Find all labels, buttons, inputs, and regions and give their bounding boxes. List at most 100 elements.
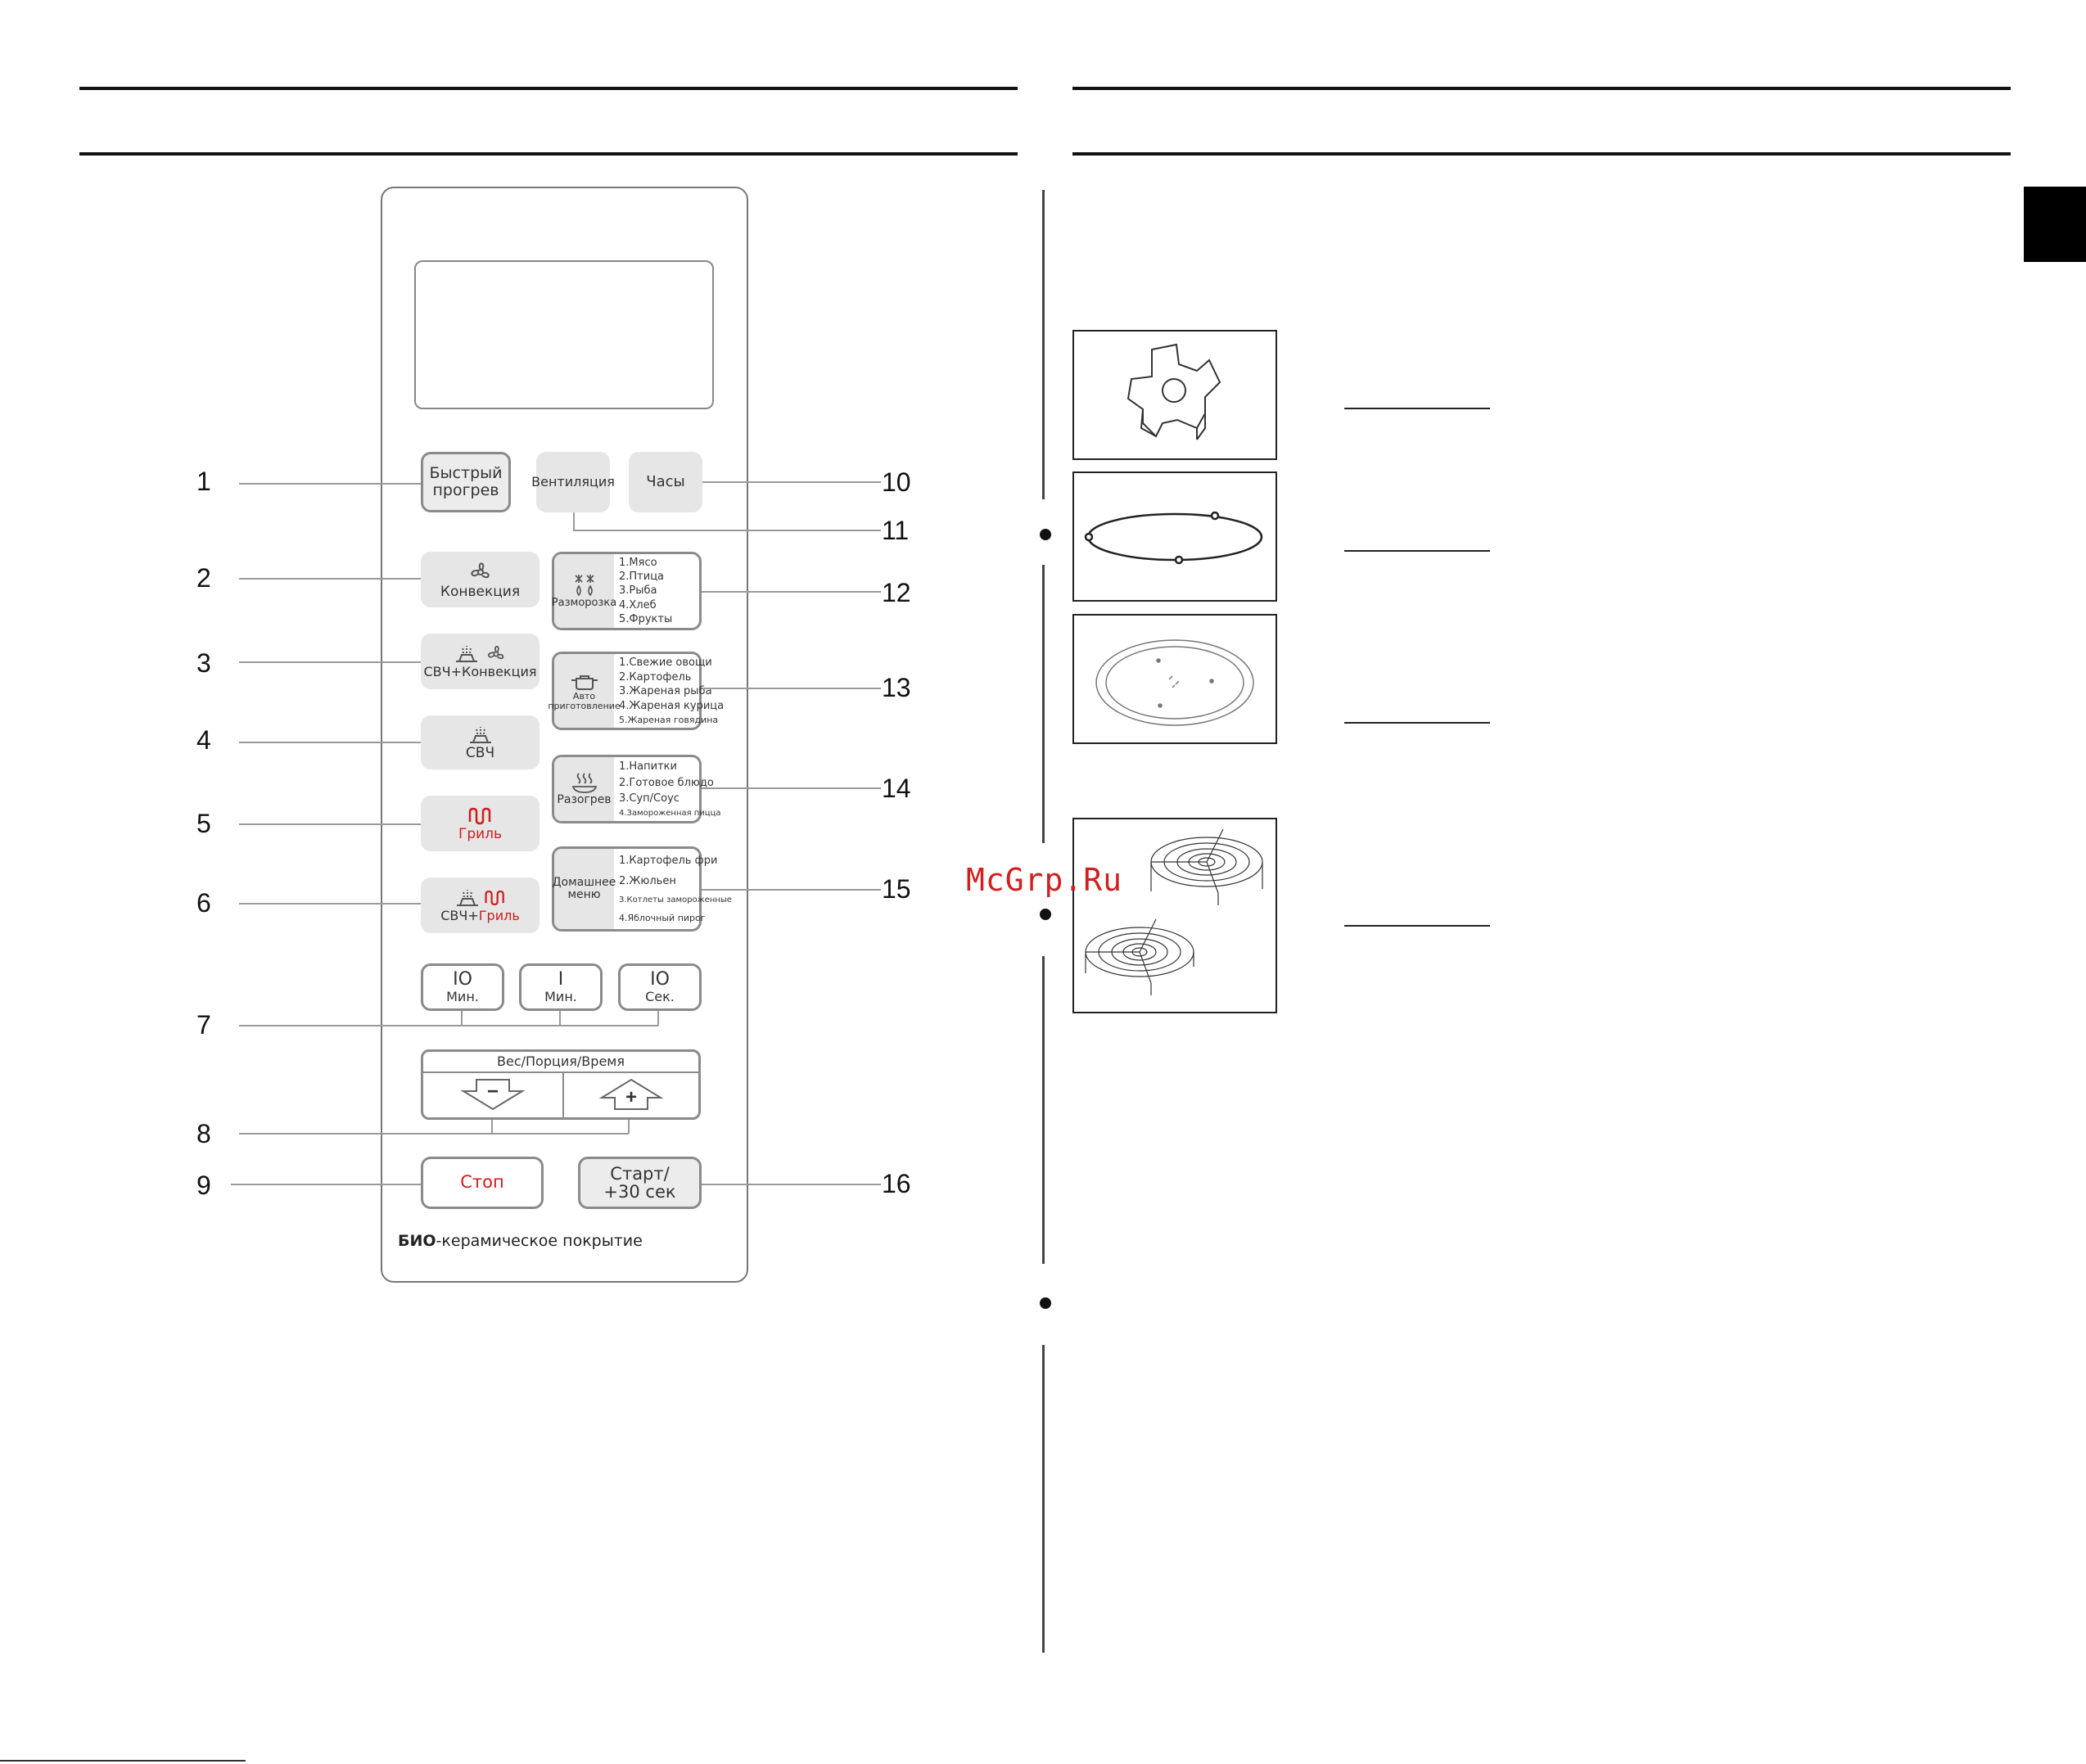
grill-icon <box>484 891 504 906</box>
defrost-button[interactable]: Разморозка <box>552 554 616 628</box>
callout-2: 2 <box>196 563 211 593</box>
list-item: 5.Жареная говядина <box>619 714 719 725</box>
callout-tick-8a <box>491 1120 493 1134</box>
arrow-up-icon <box>598 1078 664 1110</box>
ten-sec-digits: IO <box>650 969 670 990</box>
one-min-unit: Мин. <box>544 989 577 1005</box>
roller-ring-icon <box>1084 511 1263 565</box>
bullet-1 <box>1040 529 1051 540</box>
callout-line-4 <box>239 742 421 743</box>
callout-line-16 <box>702 1184 881 1185</box>
plus-label: + <box>625 1086 637 1108</box>
ten-min-digits: IO <box>453 969 472 990</box>
ten-min-button[interactable]: IO Мин. <box>421 963 504 1011</box>
callout-3: 3 <box>196 648 211 678</box>
ten-min-unit: Мин. <box>446 989 479 1005</box>
minus-label: − <box>486 1081 499 1103</box>
grill-rack-image <box>1072 818 1277 1013</box>
list-item: 3.Суп/Соус <box>619 792 680 805</box>
callout-12: 12 <box>882 578 911 607</box>
margin-rule-4 <box>1042 1345 1045 1653</box>
roller-ring-image <box>1072 471 1277 602</box>
bullet-2 <box>1040 909 1051 920</box>
callout-line-2 <box>239 578 421 580</box>
steam-bowl-icon <box>571 773 597 794</box>
home-menu-group[interactable]: Домашнее меню 1.Картофель фри 2.Жюльен 3… <box>552 846 732 932</box>
mw-convection-label: СВЧ+Конвекция <box>423 664 537 680</box>
callout-tick-7b <box>559 1011 561 1026</box>
defrost-group[interactable]: Разморозка 1.Мясо 2.Птица 3.Рыба 4.Хлеб … <box>552 552 702 630</box>
auto-cook-group[interactable]: Авто приготовление 1.Свежие овощи 2.Карт… <box>548 652 724 730</box>
plus-button[interactable]: + <box>564 1071 698 1117</box>
grill-label: Гриль <box>458 825 503 842</box>
grill-icon <box>468 807 490 824</box>
fan-icon <box>487 646 503 660</box>
mw-label: СВЧ <box>465 744 495 761</box>
ventilation-button[interactable]: Вентиляция <box>531 452 615 512</box>
quick-heat-button[interactable]: Быстрый прогрев <box>421 452 511 512</box>
bullet-3 <box>1040 1297 1051 1309</box>
callout-line-15 <box>702 889 881 891</box>
ten-sec-button[interactable]: IO Сек. <box>618 963 702 1011</box>
one-min-digits: I <box>558 969 564 990</box>
reheat-button[interactable]: Разогрев <box>554 757 614 821</box>
turntable-label-line <box>1344 722 1490 724</box>
callout-9: 9 <box>196 1171 211 1200</box>
convection-button[interactable]: Конвекция <box>421 552 540 607</box>
callout-7: 7 <box>196 1010 211 1040</box>
coupler-label-line <box>1344 408 1490 409</box>
margin-rule-3 <box>1042 956 1045 1264</box>
mw-grill-label-a: СВЧ+ <box>440 908 479 924</box>
auto-cook-button[interactable]: Авто приготовление <box>548 654 621 728</box>
one-min-button[interactable]: I Мин. <box>519 963 603 1011</box>
clock-button[interactable]: Часы <box>629 452 702 512</box>
grill-button[interactable]: Гриль <box>421 796 540 851</box>
coating-label-rest: -керамическое покрытие <box>436 1232 643 1250</box>
footer-rule <box>0 1760 246 1762</box>
mw-fan-icons <box>453 643 508 665</box>
watermark: McGrp.Ru <box>966 862 1123 898</box>
coating-label: БИО-керамическое покрытие <box>398 1232 643 1250</box>
list-item: 4.Замороженная пицца <box>619 808 721 818</box>
mw-button[interactable]: СВЧ <box>421 715 540 769</box>
mw-grill-button[interactable]: СВЧ+Гриль <box>421 877 540 933</box>
home-menu-button[interactable]: Домашнее меню <box>553 849 616 929</box>
list-item: 1.Картофель фри <box>619 855 718 867</box>
callout-tick-7a <box>461 1011 463 1026</box>
margin-rule-2 <box>1042 565 1045 843</box>
convection-label: Конвекция <box>440 583 521 600</box>
callout-line-13 <box>702 688 881 689</box>
callout-line-10 <box>702 481 881 483</box>
microwave-icon <box>456 890 478 907</box>
stop-button[interactable]: Стоп <box>421 1157 544 1209</box>
grill-rack-icon <box>1085 828 1263 995</box>
arrow-down-icon <box>460 1079 526 1111</box>
callout-tick-11 <box>573 512 575 530</box>
minus-button[interactable]: − <box>423 1071 564 1117</box>
weight-portion-time-control: Вес/Порция/Время − + <box>421 1049 701 1120</box>
quick-heat-label: Быстрый прогрев <box>429 464 503 499</box>
callout-11: 11 <box>882 516 910 545</box>
callout-line-6 <box>239 903 421 905</box>
start-button[interactable]: Старт/ +30 сек <box>578 1157 702 1209</box>
coating-label-bold: БИО <box>398 1232 436 1250</box>
grill-rack-label-line <box>1344 925 1490 927</box>
mw-grill-label-b: Гриль <box>478 908 520 924</box>
callout-15: 15 <box>882 874 911 904</box>
callout-line-9 <box>231 1184 421 1185</box>
list-item: 5.Фрукты <box>619 612 673 625</box>
mw-convection-button[interactable]: СВЧ+Конвекция <box>421 634 540 689</box>
callout-10: 10 <box>882 467 911 497</box>
mw-grill-label: СВЧ+Гриль <box>440 909 520 923</box>
start-label: Старт/ +30 сек <box>603 1163 676 1202</box>
list-item: 1.Напитки <box>619 760 677 774</box>
reheat-group[interactable]: Разогрев 1.Напитки 2.Готовое блюдо 3.Суп… <box>552 755 721 823</box>
callout-line-7 <box>239 1025 658 1026</box>
stop-label: Стоп <box>460 1172 504 1193</box>
list-item: 3.Жареная рыба <box>619 685 712 698</box>
margin-rule-1 <box>1042 190 1045 499</box>
reheat-label: Разогрев <box>557 793 612 807</box>
callout-line-1 <box>239 483 421 485</box>
ten-sec-unit: Сек. <box>645 989 675 1005</box>
callout-line-14 <box>702 787 881 789</box>
